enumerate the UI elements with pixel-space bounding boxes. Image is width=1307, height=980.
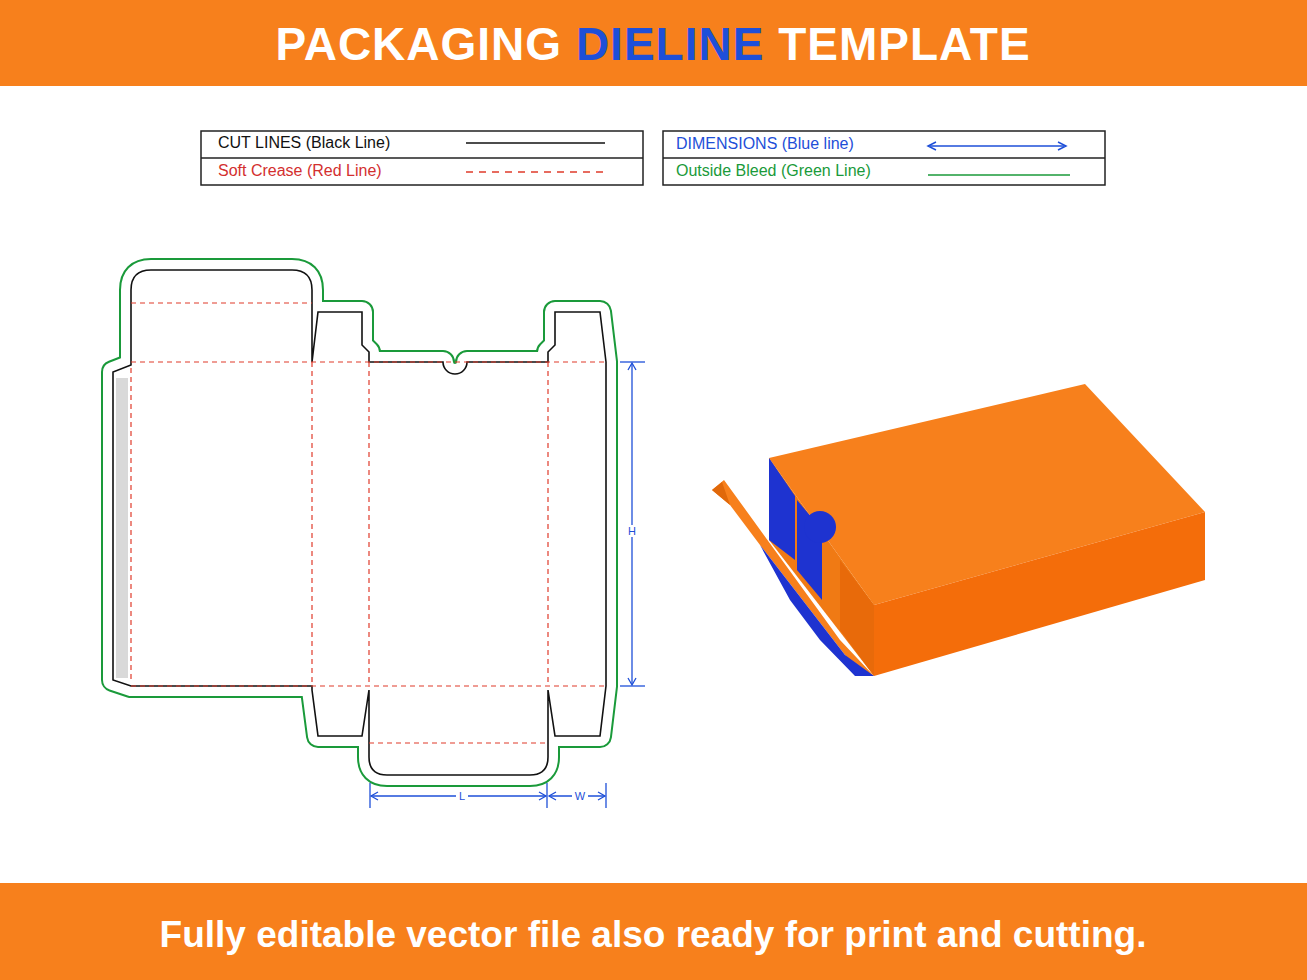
legend-entry: DIMENSIONS (Blue line) bbox=[676, 135, 854, 153]
dimension-label: L bbox=[456, 790, 468, 802]
page-title: PACKAGING DIELINE TEMPLATE bbox=[275, 17, 1030, 71]
dimension-label: W bbox=[572, 790, 588, 802]
legend-entry: CUT LINES (Black Line) bbox=[218, 134, 390, 152]
page-caption: Fully editable vector file also ready fo… bbox=[160, 914, 1147, 956]
legend-entry: Outside Bleed (Green Line) bbox=[676, 162, 871, 180]
legend-entry: Soft Crease (Red Line) bbox=[218, 162, 382, 180]
dimension-label: H bbox=[625, 525, 639, 537]
